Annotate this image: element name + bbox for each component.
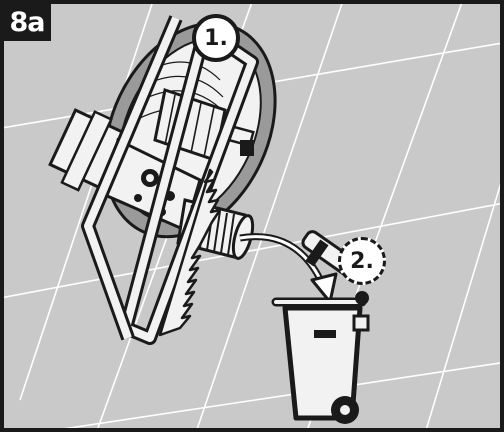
figure-label-text: 8a: [9, 7, 44, 38]
step-1-callout: 1.: [192, 14, 240, 62]
step-2-number: 2.: [350, 249, 374, 274]
step-2-callout: 2.: [338, 237, 386, 285]
figure-label: 8a: [3, 3, 51, 41]
step-1-number: 1.: [204, 26, 228, 51]
